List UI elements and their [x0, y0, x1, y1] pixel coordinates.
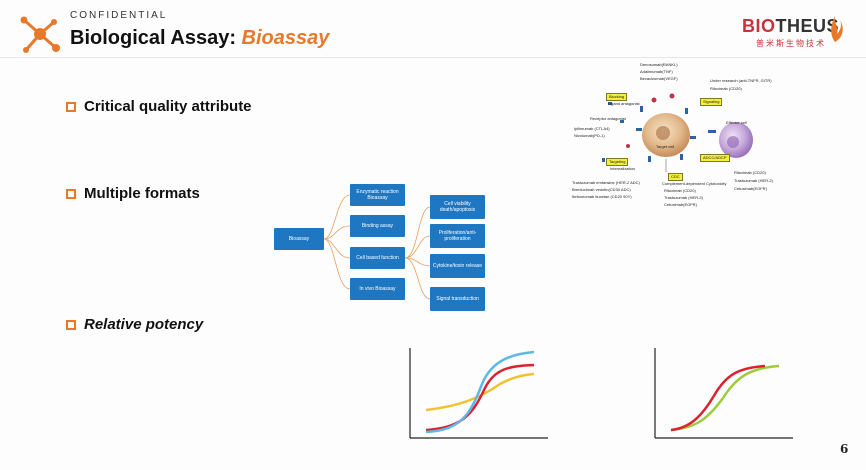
- slide-title: Biological Assay: Bioassay: [70, 27, 329, 50]
- tag-cdc: CDC: [668, 173, 683, 181]
- tree-level2-node: Cytokine/toxin release: [430, 254, 485, 278]
- page-number: 6: [840, 442, 849, 456]
- tree-level2-node: Proliferation/anti-proliferation: [430, 224, 485, 248]
- bullet-square-icon: [66, 319, 76, 330]
- mech-label: Receptor antagonist: [590, 116, 626, 121]
- mech-label: Trastuzumab (HER-2): [664, 195, 703, 200]
- header-divider: [0, 57, 866, 58]
- blue-curve: [425, 350, 535, 434]
- tree-level2-node: Cell viability death/apoptosis: [430, 195, 485, 219]
- mech-label: Effector cell: [726, 120, 747, 125]
- mech-label: Complement-dependent Cytotoxicity: [662, 181, 727, 186]
- bullet-label: Relative potency: [84, 316, 204, 333]
- tree-connectors: [323, 194, 431, 300]
- mech-label: Trastuzumab emtansine (HER-2 ADC): [572, 180, 640, 185]
- brand-logo: BIOTHEUS: [742, 16, 839, 37]
- brand-name-part2: THEUS: [775, 16, 840, 36]
- dose-response-plot-right: [654, 348, 793, 439]
- molecule-logo-icon: [20, 16, 60, 53]
- tree-level2-node: Signal transduction: [430, 287, 485, 311]
- bullet-critical-quality: Critical quality attribute: [66, 98, 252, 115]
- tree-root-node: Bioassay: [274, 228, 324, 250]
- tree-level1-node: Binding assay: [350, 215, 405, 237]
- tag-adcc: ADCC/ADCP: [700, 154, 730, 162]
- mechanism-illustration: Blocking Signaling Targeting ADCC/ADCP C…: [568, 60, 788, 230]
- mech-label: Adalimumab(TNF): [640, 69, 673, 74]
- mech-label: Ibritumomab tiuxetan (CD20 90Y): [572, 194, 632, 199]
- mech-label: Trastuzumab (HER-2): [734, 178, 773, 183]
- tree-level1-node: Enzymatic reaction Bioassay: [350, 184, 405, 206]
- mech-label: Internalization: [610, 166, 635, 171]
- tag-blocking: Blocking: [606, 93, 628, 101]
- tree-level1-node: Cell based function: [350, 247, 405, 269]
- mech-label: Target cell: [656, 144, 675, 149]
- assay-tree-diagram: Bioassay Enzymatic reaction Bioassay Bin…: [270, 184, 490, 320]
- mech-label: Rituximab (CD20): [664, 188, 696, 193]
- green-curve: [670, 364, 780, 432]
- bullet-multiple-formats: Multiple formats: [66, 185, 200, 202]
- mech-label: Under research (anti-TNFR, GITR): [710, 78, 772, 83]
- bullet-square-icon: [66, 101, 76, 112]
- mech-label: Nivolumab(PD-1): [574, 133, 605, 138]
- cell-drawing: [602, 93, 753, 172]
- mech-label: Bevacizumab(VEGF): [640, 76, 678, 81]
- mech-label: Brentuximab vedotin(CD30 ADC): [572, 187, 631, 192]
- mech-label: Cetuximab(EGFR): [734, 186, 767, 191]
- tag-targeting: Targeting: [606, 158, 629, 166]
- mech-label: Rituximab (CD20): [734, 170, 766, 175]
- red-curve: [425, 363, 535, 432]
- tree-level1-node: In vivo Bioassay: [350, 278, 405, 300]
- bullet-label: Critical quality attribute: [84, 98, 252, 115]
- bullet-square-icon: [66, 188, 76, 199]
- mech-label: Rituximab (CD20): [710, 86, 742, 91]
- red-curve: [670, 364, 766, 432]
- bullet-label: Multiple formats: [84, 185, 200, 202]
- confidential-label: CONFIDENTIAL: [70, 10, 168, 21]
- dose-response-plot-left: [409, 348, 548, 439]
- mech-label: Cetuximab(EGFR): [664, 202, 697, 207]
- mech-label: Denosumab(RANKL): [640, 62, 678, 67]
- yellow-curve: [425, 372, 535, 412]
- mech-label: Ipilimumab (CTLA4): [574, 126, 610, 131]
- title-main: Biological Assay:: [70, 27, 242, 49]
- tag-signaling: Signaling: [700, 98, 723, 106]
- brand-name-part1: BIO: [742, 16, 776, 36]
- bullet-relative-potency: Relative potency: [66, 316, 203, 333]
- title-accent: Bioassay: [241, 27, 330, 49]
- brand-flame-icon: [831, 16, 843, 42]
- mech-label: Ligand antagonist: [608, 101, 640, 106]
- brand-subtitle: 普米斯生物技术: [756, 39, 826, 48]
